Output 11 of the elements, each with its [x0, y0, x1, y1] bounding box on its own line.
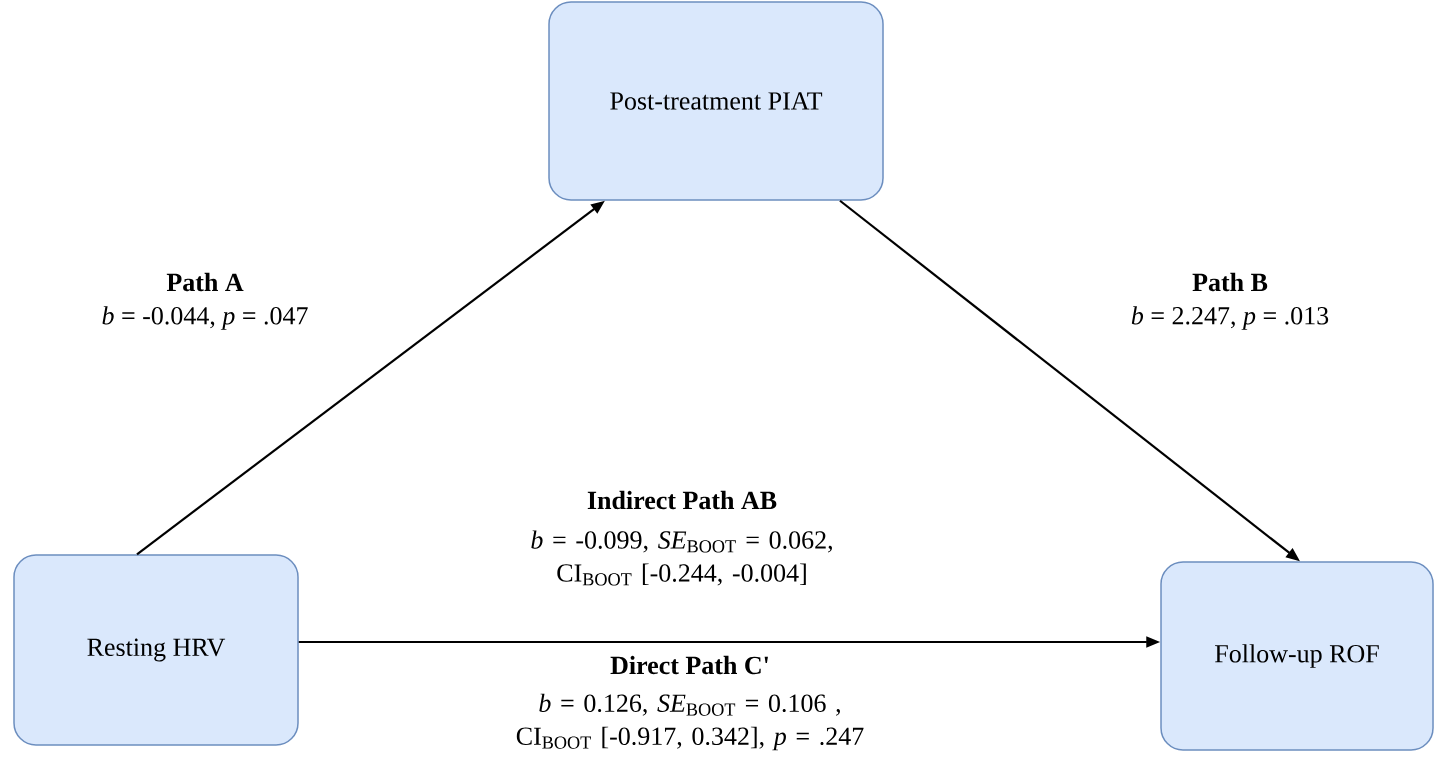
path-label: b = -0.044, p = .047 — [102, 306, 308, 330]
path-label: b = 0.126, SE$_{BOOT}$ = 0.106 , CI$_{BOOT}$ [-0.917, 0.342], p = .247 — [516, 693, 864, 751]
path-label: Path A — [166, 272, 244, 292]
node-box: Post-treatment PIAT — [548, 1, 884, 201]
node-box: Resting HRV — [13, 554, 299, 746]
path-label: Path B — [1192, 272, 1268, 292]
node-box: Follow-up ROF — [1160, 561, 1434, 751]
path-label: b = 2.247, p = .013 — [1131, 306, 1329, 330]
path-label: Direct Path C' — [610, 655, 768, 675]
path-label: Indirect Path AB — [587, 490, 777, 510]
path-label: b = -0.099, SE$_{BOOT}$ = 0.062, CI$_{BOOT}$ [-0.244, -0.004] — [531, 530, 832, 586]
